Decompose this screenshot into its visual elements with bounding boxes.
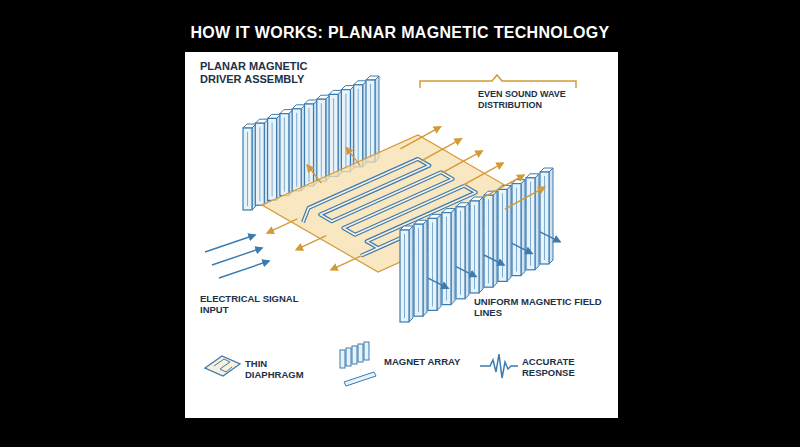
magnet-bar (540, 168, 553, 264)
magnet-bar (400, 226, 413, 322)
magnet-bar (280, 110, 293, 196)
wave-arrows (205, 127, 560, 288)
magnet-bar (329, 90, 342, 176)
callout-label: EVEN SOUND WAVE DISTRIBUTION (478, 89, 596, 111)
magnet-bar (341, 86, 354, 172)
legend-text: ACCURATE RESPONSE (522, 356, 607, 379)
magnet-bar (498, 185, 511, 281)
magnet-bar (428, 214, 441, 310)
magnet-icon (340, 342, 376, 386)
diaphragm-icon (205, 356, 240, 376)
magnet-bar (354, 81, 367, 167)
bracket (420, 75, 576, 88)
panel (185, 52, 618, 418)
magnet-bar (268, 114, 281, 200)
waveform-icon (480, 354, 518, 378)
magnet-bar (414, 220, 427, 316)
magnet-bar (255, 119, 268, 205)
magnet-bar (292, 105, 305, 191)
magnet-bar (442, 209, 455, 305)
magnet-bar (512, 180, 525, 276)
legend-text: THIN DIAPHRAGM (245, 358, 325, 381)
magnet-bar (366, 76, 379, 162)
title: HOW IT WORKS: PLANAR MAGNETIC TECHNOLOGY (0, 23, 800, 42)
magnet-bar (470, 197, 483, 293)
callout-label: PLANAR MAGNETIC DRIVER ASSEMBLY (200, 60, 340, 86)
magnet-bar (243, 124, 256, 210)
magnet-bar (484, 191, 497, 287)
legend-text: MAGNET ARRAY (384, 356, 464, 367)
callout-label: UNIFORM MAGNETIC FIELD LINES (474, 296, 602, 319)
magnet-bar (526, 174, 539, 270)
magnet-bar (305, 100, 318, 186)
callout-label: ELECTRICAL SIGNAL INPUT (200, 293, 310, 316)
magnet-bar (317, 95, 330, 181)
magnet-bar (456, 203, 469, 299)
